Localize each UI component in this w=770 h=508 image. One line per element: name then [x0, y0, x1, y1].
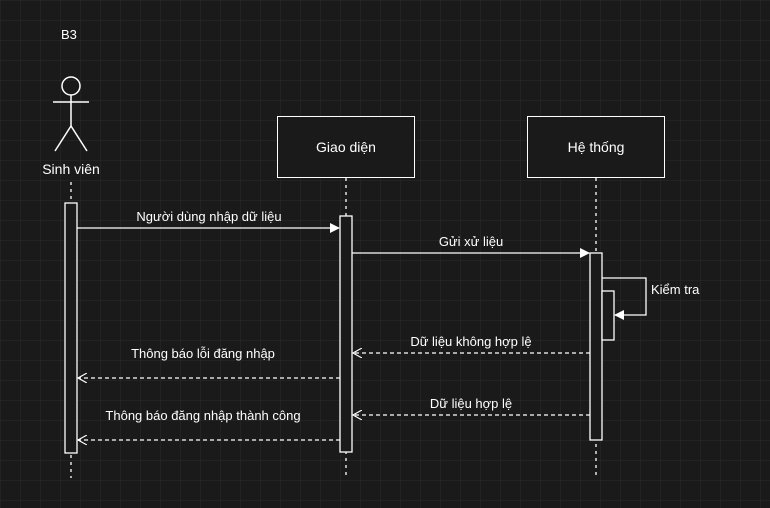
message-invalid-label: Dữ liệu không hợp lệ	[410, 334, 532, 349]
participant-ui-box: Giao diện	[277, 116, 415, 178]
activation-system	[589, 252, 603, 441]
actor-label: Sinh viên	[42, 161, 100, 177]
message-error-label: Thông báo lỗi đăng nhập	[131, 346, 275, 361]
message-input-label: Người dùng nhập dữ liệu	[136, 209, 282, 224]
participant-ui-label: Giao diện	[316, 139, 376, 155]
message-send-label: Gửi xử liệu	[438, 234, 504, 249]
diagram-title: B3	[61, 27, 77, 42]
participant-system-box: Hệ thống	[527, 116, 665, 178]
message-valid-label: Dữ liệu hợp lệ	[429, 396, 513, 411]
message-success-label: Thông báo đăng nhập thành công	[105, 408, 301, 423]
message-check-arrow	[602, 277, 647, 320]
activation-system-self	[601, 290, 615, 341]
actor-icon	[53, 76, 89, 152]
participant-system-label: Hệ thống	[567, 139, 625, 155]
message-check-label: Kiểm tra	[651, 282, 700, 297]
activation-ui	[339, 215, 353, 453]
activation-student	[64, 202, 78, 454]
